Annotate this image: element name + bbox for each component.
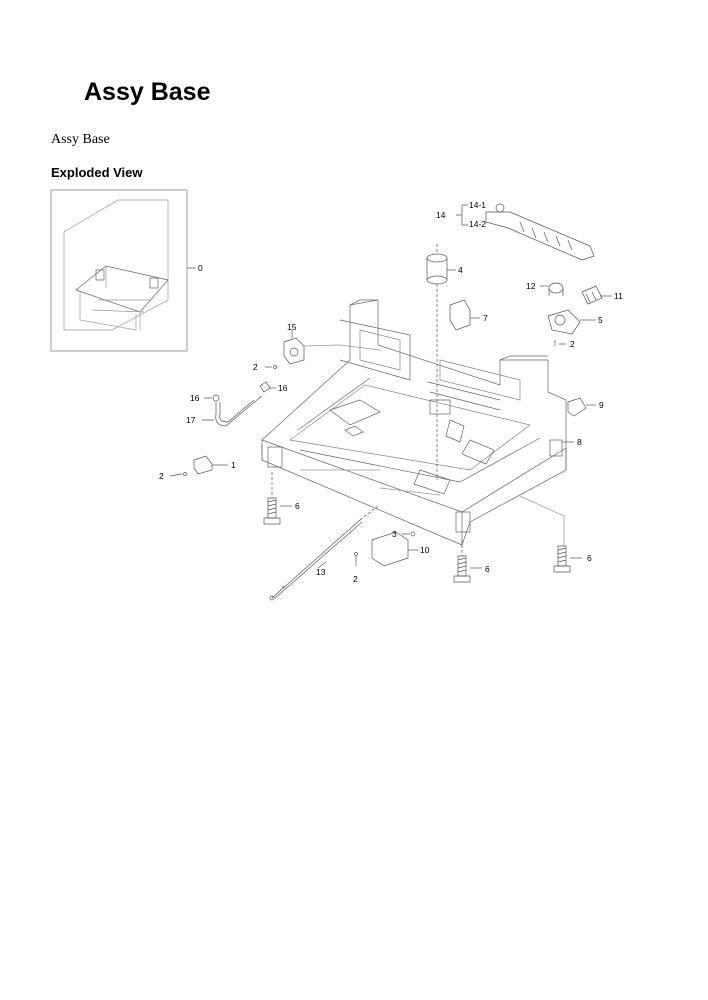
page-title: Assy Base <box>84 78 211 106</box>
bracket-part-10 <box>371 531 409 567</box>
hose-part-14 <box>485 203 595 261</box>
section-heading: Exploded View <box>51 165 143 180</box>
gear-part-12 <box>548 282 564 296</box>
fitting-part-11 <box>581 285 603 305</box>
cylinder-part-4 <box>426 244 448 480</box>
clamp-part-1 <box>193 455 213 475</box>
callout-15: 15 <box>287 322 297 332</box>
callout-14: 14 <box>436 210 446 220</box>
callout-3: 3 <box>392 529 397 539</box>
clip-part-7 <box>449 299 471 331</box>
rod-part-13 <box>269 505 379 601</box>
callout-16: 16 <box>190 393 200 403</box>
bracket-part-9 <box>567 397 587 417</box>
callout-13: 13 <box>316 567 326 577</box>
callout-11: 11 <box>614 291 623 301</box>
callout-2: 2 <box>570 339 575 349</box>
callout-8: 8 <box>577 437 582 447</box>
foot-part-6-left <box>263 472 281 525</box>
callout-16: 16 <box>278 383 288 393</box>
callout-14-2: 14-2 <box>469 219 486 229</box>
callout-2: 2 <box>159 471 164 481</box>
callout-5: 5 <box>598 315 603 325</box>
base-frame-drawing <box>261 299 567 546</box>
callout-17: 17 <box>186 415 196 425</box>
valve-assembly-part-15 <box>283 337 381 365</box>
callout-12: 12 <box>526 281 536 291</box>
callout-1: 1 <box>231 460 236 470</box>
callout-10: 10 <box>420 545 430 555</box>
callout-6: 6 <box>295 501 300 511</box>
callout-2: 2 <box>353 574 358 584</box>
page-subtitle: Assy Base <box>51 132 110 147</box>
callout-14-1: 14-1 <box>469 200 486 210</box>
foot-part-6-right <box>519 495 571 573</box>
foot-part-6-center <box>453 540 471 583</box>
callout-4: 4 <box>458 265 463 275</box>
callout-9: 9 <box>599 400 604 410</box>
callout-2: 2 <box>253 362 258 372</box>
callout-6: 6 <box>485 564 490 574</box>
callout-0: 0 <box>198 263 203 273</box>
overview-thumbnail-frame <box>50 189 188 352</box>
valve-part-5 <box>547 309 581 335</box>
hose-part-17 <box>212 394 263 427</box>
overview-thumbnail-drawing <box>63 199 169 331</box>
callout-6: 6 <box>587 553 592 563</box>
callout-7: 7 <box>483 313 488 323</box>
